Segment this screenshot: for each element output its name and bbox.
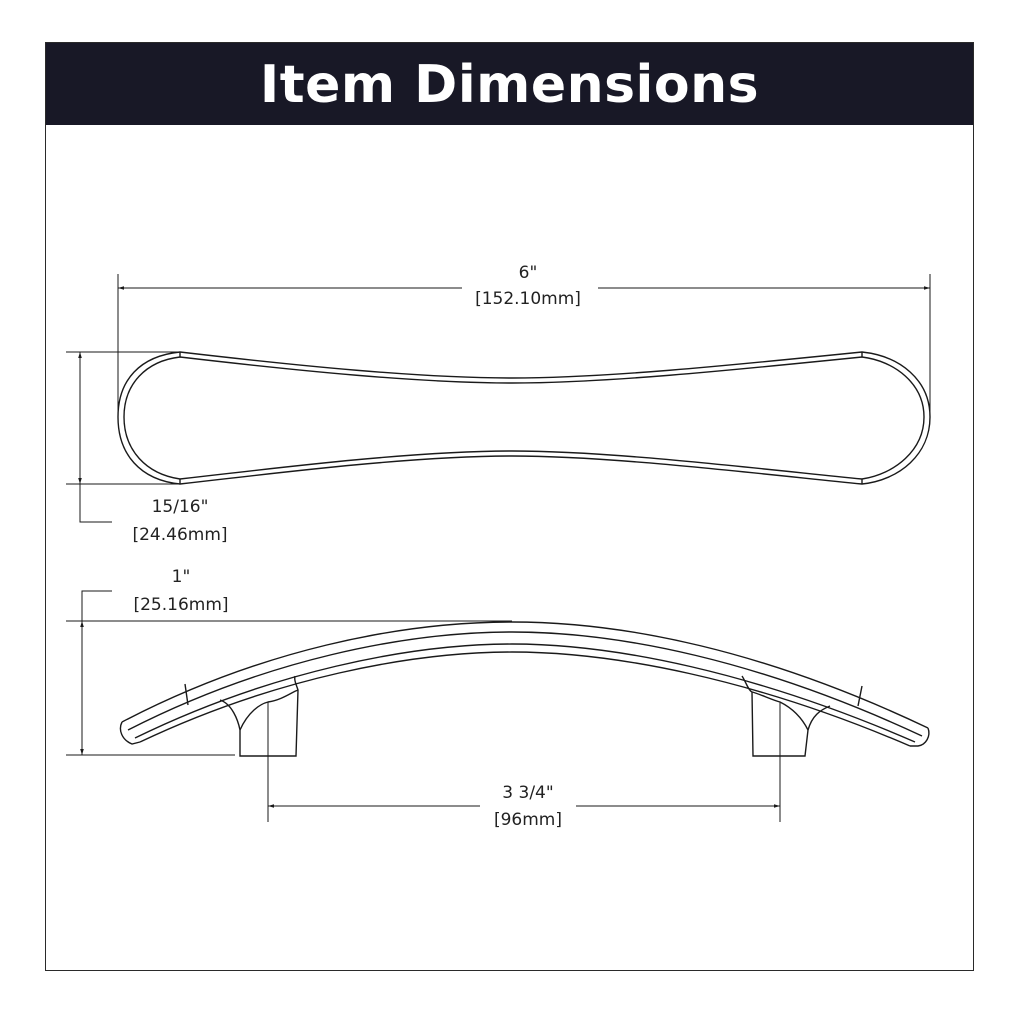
handle-top-inner [123, 356, 925, 480]
cc-imperial-label: 3 3/4" [502, 783, 553, 803]
diagram-frame: Item Dimensions [45, 42, 974, 971]
length-imperial-label: 6" [519, 263, 538, 283]
height-metric-label: [25.16mm] [133, 595, 228, 615]
side-view [66, 590, 930, 822]
height-imperial-label: 1" [172, 567, 191, 587]
width-imperial-label: 15/16" [152, 497, 209, 517]
handle-side-top-curve [121, 621, 929, 729]
width-metric-label: [24.46mm] [132, 525, 227, 545]
page-title: Item Dimensions [259, 55, 760, 115]
cc-metric-label: [96mm] [494, 810, 562, 830]
handle-top-outline [117, 351, 931, 485]
top-view [66, 274, 931, 523]
header-banner: Item Dimensions [46, 43, 973, 125]
right-post [741, 675, 831, 757]
length-metric-label: [152.10mm] [475, 289, 581, 309]
